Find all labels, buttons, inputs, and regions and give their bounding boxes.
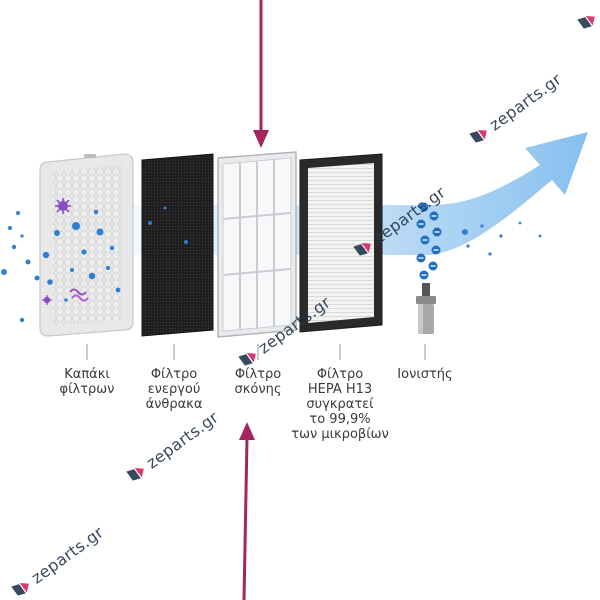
air-particle [54, 230, 60, 236]
ionizer-device [416, 283, 436, 334]
air-particle [109, 245, 115, 251]
filter-hepa [299, 153, 383, 333]
air-particle [148, 221, 152, 225]
label-ionizer: Ιονιστής [397, 367, 453, 382]
air-particle [8, 226, 12, 230]
air-particle [499, 234, 503, 238]
air-particle [184, 240, 188, 244]
bacteria-icon [69, 288, 89, 302]
air-particle [47, 279, 53, 285]
air-particle [25, 259, 31, 265]
air-particle [96, 228, 104, 236]
air-particle [70, 268, 74, 272]
virus-icon [55, 198, 71, 214]
ion-icon [419, 270, 429, 280]
ion-icon [431, 245, 441, 255]
air-particle [81, 249, 87, 255]
air-particle [163, 206, 167, 210]
air-particle [106, 266, 110, 270]
virus-icon [42, 295, 52, 305]
ion-icon [416, 253, 426, 263]
label-cover: Καπάκι φίλτρων [59, 367, 115, 397]
air-particle [462, 229, 468, 235]
air-particles [1, 206, 542, 323]
ion-icon [420, 235, 430, 245]
air-particle [1, 269, 7, 275]
air-particle [20, 234, 24, 238]
air-particle [72, 222, 80, 230]
air-particle [538, 234, 542, 238]
filter-activated-carbon [141, 153, 214, 337]
air-particle [42, 251, 50, 259]
air-particle [488, 252, 492, 256]
air-particle [34, 275, 40, 281]
label-carbon: Φίλτρο ενεργού άνθρακα [145, 367, 203, 412]
air-particle [518, 221, 522, 225]
air-particle [19, 317, 25, 323]
ion-icon [429, 211, 439, 221]
arrow-down-to-dust-filter [253, 0, 269, 148]
air-particle [466, 244, 470, 248]
label-dust: Φίλτρο σκόνης [234, 367, 282, 397]
air-particle [480, 224, 484, 228]
air-particle [93, 209, 99, 215]
arrow-up-to-dust-filter [239, 422, 255, 600]
air-particle [64, 298, 68, 302]
air-particle [11, 244, 17, 250]
ion-icon [432, 227, 442, 237]
air-particle [16, 211, 20, 215]
ion-icon [428, 261, 438, 271]
filter-cover [39, 153, 134, 337]
filter-dust [217, 151, 297, 338]
air-particle [115, 287, 121, 293]
ion-icon [416, 219, 426, 229]
air-particle [88, 272, 96, 280]
ion-icon [416, 202, 442, 280]
ion-icon [419, 202, 429, 212]
label-hepa: Φίλτρο HEPA H13 συγκρατεί το 99,9% των μ… [291, 367, 389, 442]
